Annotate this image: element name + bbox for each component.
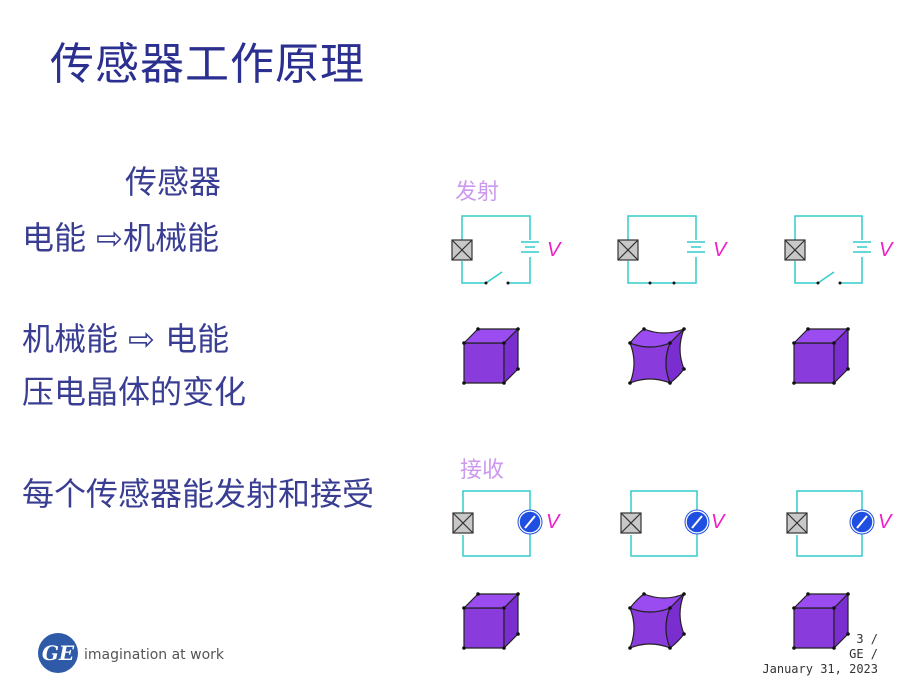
battery-icon — [852, 241, 872, 253]
voltage-label: V — [713, 239, 728, 261]
transducer-icon — [452, 512, 474, 534]
footer-page: 3 / — [856, 632, 878, 646]
voltage-label: V — [711, 511, 726, 533]
transducer-icon — [786, 512, 808, 534]
ge-logo: GE — [38, 633, 78, 673]
voltage-label: V — [878, 511, 893, 533]
transducer-icon — [620, 512, 642, 534]
crystal-cube-deformed — [627, 326, 687, 386]
footer-date: January 31, 2023 — [762, 662, 878, 676]
voltage-label: V — [546, 511, 561, 533]
text-mechanical-to-electric: 机械能 ⇨ 电能 — [22, 320, 230, 358]
voltage-label: V — [547, 239, 562, 261]
footer: 3 / GE / January 31, 2023 — [762, 632, 878, 677]
page-title: 传感器工作原理 — [50, 39, 365, 90]
receive-circuit-2 — [620, 490, 710, 557]
transducer-icon — [784, 239, 806, 261]
crystal-cube-deformed — [627, 591, 687, 651]
battery-icon — [686, 241, 706, 253]
receive-label: 接收 — [460, 458, 505, 483]
transmit-circuit-3 — [784, 215, 872, 285]
receive-circuit-3 — [786, 490, 875, 557]
text-transmit-receive: 每个传感器能发射和接受 — [22, 475, 375, 513]
transmit-circuit-2 — [617, 215, 706, 285]
receive-circuit-1 — [452, 490, 543, 557]
logo-tagline: imagination at work — [84, 647, 224, 663]
battery-icon — [520, 241, 540, 253]
transducer-icon — [617, 239, 639, 261]
sensor-heading: 传感器 — [125, 163, 222, 201]
footer-org: GE / — [849, 647, 878, 661]
crystal-cube — [791, 326, 851, 386]
crystal-cube — [461, 591, 521, 651]
transmit-circuit-1 — [451, 215, 540, 285]
text-piezo-change: 压电晶体的变化 — [22, 373, 247, 411]
transmit-label: 发射 — [455, 180, 500, 205]
text-electric-to-mechanical: 电能 ⇨机械能 — [22, 219, 219, 257]
transducer-icon — [451, 239, 473, 261]
crystal-cube — [461, 326, 521, 386]
voltage-label: V — [879, 239, 894, 261]
